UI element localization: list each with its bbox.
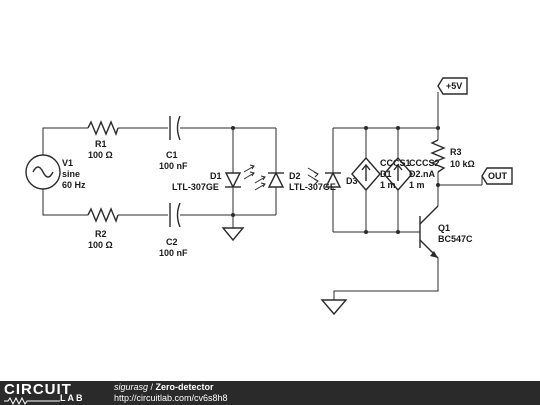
logo-wave-icon	[4, 397, 60, 405]
schematic-canvas: V1 sine 60 Hz R1 100 Ω R2 100 Ω C1 100 n…	[25, 77, 513, 316]
r1-name: R1	[95, 139, 107, 149]
v1-source-symbol[interactable]	[25, 154, 61, 190]
circuitlab-logo[interactable]: CIRCUIT LAB	[0, 381, 100, 405]
footer-bar: CIRCUIT LAB sigurasg / Zero-detector htt…	[0, 381, 540, 405]
c1-capacitor-symbol[interactable]	[169, 115, 181, 141]
cccs2-expr: D2.nA	[409, 169, 436, 179]
q1-transistor-symbol[interactable]	[419, 200, 439, 265]
junction-dot	[364, 126, 368, 130]
r2-value: 100 Ω	[88, 240, 113, 250]
title-separator: /	[148, 382, 156, 392]
out-flag-label: OUT	[488, 171, 508, 181]
junction-dot	[364, 230, 368, 234]
junction-dot	[231, 126, 235, 130]
cccs1-expr: D1	[380, 169, 392, 179]
c1-name: C1	[166, 150, 178, 160]
vcc-flag[interactable]: +5V	[437, 77, 468, 95]
junction-dot	[436, 126, 440, 130]
r2-name: R2	[95, 229, 107, 239]
d2-part: LTL-307GE	[289, 182, 336, 192]
junction-dot	[396, 230, 400, 234]
cccs1-source-symbol[interactable]	[351, 156, 381, 192]
r1-value: 100 Ω	[88, 150, 113, 160]
v1-name: V1	[62, 158, 73, 168]
logo-text-bottom: LAB	[60, 393, 85, 403]
c2-capacitor-symbol[interactable]	[169, 202, 181, 228]
author-name[interactable]: sigurasg	[114, 382, 149, 392]
r1-resistor-symbol[interactable]	[87, 120, 119, 136]
ground-symbol	[320, 299, 348, 316]
wires-right	[332, 92, 482, 300]
r3-resistor-symbol[interactable]	[430, 139, 446, 173]
logo-text-top: CIRCUIT	[4, 381, 72, 398]
circuit-title[interactable]: Zero-detector	[155, 382, 214, 392]
d3-name: D3	[346, 176, 358, 186]
d1-led-symbol[interactable]	[224, 164, 255, 189]
cccs1-gain: 1 m	[380, 180, 396, 190]
cccs2-source-symbol[interactable]	[383, 156, 413, 192]
footer-meta: sigurasg / Zero-detector http://circuitl…	[114, 382, 228, 404]
wires-left	[42, 127, 277, 228]
out-flag[interactable]: OUT	[481, 167, 513, 185]
d2-name: D2	[289, 171, 301, 181]
r3-name: R3	[450, 147, 462, 157]
c1-value: 100 nF	[159, 161, 188, 171]
cccs1-name: CCCS1	[380, 158, 411, 168]
cccs2-gain: 1 m	[409, 180, 425, 190]
d1-part: LTL-307GE	[172, 182, 219, 192]
q1-name: Q1	[438, 223, 450, 233]
r3-value: 10 kΩ	[450, 159, 475, 169]
c2-name: C2	[166, 237, 178, 247]
v1-value: sine	[62, 169, 80, 179]
v1-frequency: 60 Hz	[62, 180, 86, 190]
r2-resistor-symbol[interactable]	[87, 207, 119, 223]
ground-symbol	[221, 227, 245, 242]
d3-photodiode-symbol[interactable]	[307, 167, 342, 188]
vcc-flag-label: +5V	[446, 81, 462, 91]
d1-name: D1	[210, 171, 222, 181]
c2-value: 100 nF	[159, 248, 188, 258]
junction-dot	[231, 213, 235, 217]
circuit-url[interactable]: http://circuitlab.com/cv6s8h8	[114, 393, 228, 403]
q1-part: BC547C	[438, 234, 473, 244]
cccs2-name: CCCS2	[409, 158, 440, 168]
d2-led-symbol[interactable]	[254, 171, 285, 191]
junction-dot	[396, 126, 400, 130]
junction-dot	[436, 183, 440, 187]
